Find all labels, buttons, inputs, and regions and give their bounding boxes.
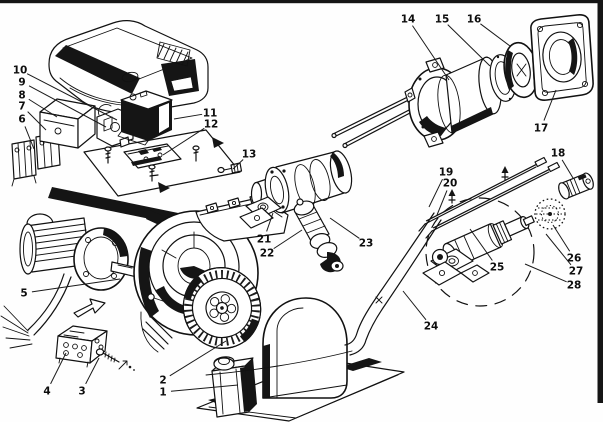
callout-label-13: 13 bbox=[242, 149, 257, 161]
callout-leader-1 bbox=[170, 384, 239, 392]
callout-leader-24 bbox=[402, 290, 427, 321]
callout-label-2: 2 bbox=[159, 375, 166, 387]
callout-label-17: 17 bbox=[534, 123, 549, 135]
diffuser-disc bbox=[534, 198, 566, 230]
mounting-screws bbox=[104, 137, 224, 193]
callout-leader-3 bbox=[85, 357, 100, 385]
callout-label-1: 1 bbox=[159, 387, 166, 399]
callout-leader-10 bbox=[26, 73, 118, 121]
fixing-screw bbox=[95, 348, 135, 371]
callout-leader-6 bbox=[24, 126, 35, 150]
oil-solenoid-unit bbox=[211, 356, 257, 418]
callout-leader-18 bbox=[561, 159, 574, 179]
right-border-bar bbox=[597, 0, 603, 403]
callout-label-20: 20 bbox=[443, 178, 458, 190]
callout-leader-2 bbox=[169, 340, 227, 377]
callout-leader-25 bbox=[469, 228, 493, 261]
fan-wheel bbox=[182, 267, 262, 349]
callout-label-26: 26 bbox=[567, 253, 582, 265]
callout-leader-9 bbox=[28, 85, 107, 128]
callout-label-9: 9 bbox=[18, 77, 25, 89]
flame-head bbox=[503, 41, 539, 99]
callout-leader-5 bbox=[31, 278, 121, 293]
callout-label-25: 25 bbox=[490, 262, 505, 274]
callout-label-24: 24 bbox=[424, 321, 439, 333]
callout-leader-14 bbox=[412, 25, 450, 81]
fuel-pump-assembly bbox=[239, 150, 353, 273]
callout-leader-11 bbox=[173, 113, 203, 120]
callout-label-27: 27 bbox=[569, 266, 584, 278]
blast-tube-assembly bbox=[331, 14, 594, 149]
assembly-detail-circle bbox=[425, 197, 535, 307]
callout-leader-8 bbox=[28, 98, 58, 118]
callout-label-15: 15 bbox=[435, 14, 450, 26]
nozzle-holder bbox=[422, 215, 535, 286]
callout-leader-13 bbox=[232, 159, 244, 170]
callout-label-5: 5 bbox=[20, 288, 27, 300]
hood-vent-grille bbox=[156, 41, 191, 67]
callout-label-16: 16 bbox=[467, 14, 482, 26]
nozzle bbox=[558, 172, 594, 200]
callout-leader-19 bbox=[428, 178, 443, 208]
callout-label-3: 3 bbox=[78, 386, 85, 398]
support-rods bbox=[331, 76, 453, 149]
burner-cover-hood bbox=[48, 20, 209, 114]
callout-label-21: 21 bbox=[257, 234, 272, 246]
callout-leader-22 bbox=[273, 229, 303, 250]
callout-label-22: 22 bbox=[260, 248, 275, 260]
assembly-direction-arrow bbox=[73, 298, 106, 318]
callout-label-6: 6 bbox=[18, 114, 25, 126]
wiring-harness bbox=[0, 273, 72, 349]
connector-block bbox=[55, 325, 108, 368]
callout-leader-15 bbox=[447, 24, 491, 67]
callout-label-10: 10 bbox=[13, 65, 28, 77]
callout-leader-27 bbox=[545, 233, 572, 266]
callout-label-4: 4 bbox=[43, 386, 50, 398]
motor-flange bbox=[73, 227, 129, 291]
callout-leader-26 bbox=[552, 224, 571, 252]
housing-dome-cover bbox=[262, 297, 348, 399]
electrode-rods bbox=[418, 156, 561, 239]
callout-leader-17 bbox=[543, 89, 557, 121]
callout-label-18: 18 bbox=[551, 148, 566, 160]
callout-label-12: 12 bbox=[204, 119, 219, 131]
callout-leader-4 bbox=[50, 352, 67, 385]
callout-leader-16 bbox=[480, 23, 511, 47]
callout-leader-12 bbox=[162, 127, 205, 156]
circuit-board bbox=[123, 143, 182, 169]
motor bbox=[19, 213, 144, 291]
callout-label-7: 7 bbox=[18, 101, 25, 113]
callout-label-19: 19 bbox=[439, 167, 454, 179]
callout-label-23: 23 bbox=[359, 238, 374, 250]
callout-leader-23 bbox=[329, 217, 360, 239]
callout-label-11: 11 bbox=[203, 108, 218, 120]
callout-label-8: 8 bbox=[18, 90, 25, 102]
callout-leader-28 bbox=[524, 263, 567, 283]
callout-leader-20 bbox=[436, 190, 448, 216]
callout-leader-7 bbox=[27, 111, 47, 131]
top-border-bar bbox=[0, 0, 603, 4]
callout-label-14: 14 bbox=[401, 14, 416, 26]
callout-leader-21 bbox=[266, 212, 274, 232]
ignition-transformer bbox=[117, 90, 173, 146]
callout-label-28: 28 bbox=[567, 280, 582, 292]
boiler-mounting-plate bbox=[530, 14, 594, 101]
ignition-cables bbox=[205, 212, 442, 376]
